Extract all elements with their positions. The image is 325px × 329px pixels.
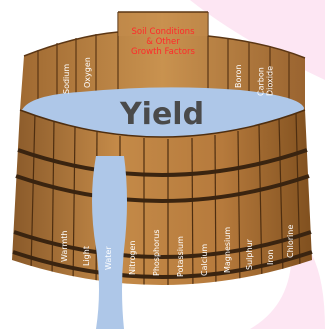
front-stave-label-line: Sulphur: [245, 238, 254, 270]
tall-stave-label-line: & Other: [146, 37, 180, 47]
barrel-front-wall: [12, 109, 313, 285]
front-stave-label-line: Water: [104, 246, 113, 270]
front-stave-label: Magnesium: [223, 227, 232, 273]
back-stave-label-line: Sodium: [62, 64, 71, 94]
front-stave-label: Calcium: [200, 244, 209, 276]
yield-label: Yield: [119, 97, 204, 132]
water-spill: [92, 156, 127, 329]
front-stave-label: Water: [104, 246, 113, 270]
back-stave-label-line: Dioxide: [265, 66, 274, 96]
back-stave-label: CarbonDioxide: [256, 66, 274, 96]
back-stave-label: Boron: [234, 65, 243, 88]
tall-stave-label-line: Soil Conditions: [131, 27, 195, 37]
back-stave-label: Oxygen: [83, 57, 92, 88]
front-stave-label: Potassium: [176, 236, 185, 277]
front-stave-label-line: Magnesium: [223, 227, 232, 273]
front-stave-label: Light: [82, 246, 91, 266]
front-stave-label-line: Phosphorus: [152, 229, 161, 276]
front-stave-label: Warmth: [60, 231, 69, 262]
front-stave-label: Sulphur: [245, 238, 254, 270]
front-stave-label-line: Chlorine: [286, 225, 295, 258]
front-stave-label-line: Nitrogen: [128, 241, 137, 275]
front-stave-label-line: Iron: [266, 250, 275, 265]
back-stave-label-line: Carbon: [256, 67, 265, 96]
front-stave-label-line: Potassium: [176, 236, 185, 277]
front-stave-label: Iron: [266, 250, 275, 265]
bg-blob-top: [100, 0, 325, 80]
front-stave-label: Nitrogen: [128, 241, 137, 275]
front-stave-label-line: Calcium: [200, 244, 209, 276]
back-stave-label-line: Oxygen: [83, 57, 92, 88]
back-stave-label-line: Boron: [234, 65, 243, 88]
stave-labels: Sodium Oxygen Boron CarbonDioxide Soil Condi…: [60, 27, 295, 277]
front-stave-label-line: Warmth: [60, 231, 69, 262]
front-stave-label-line: Light: [82, 246, 91, 266]
barrel-back-wall: [20, 11, 306, 110]
tall-stave-label-line: Growth Factors: [131, 47, 195, 57]
back-stave-label: Sodium: [62, 64, 71, 94]
front-stave-label: Chlorine: [286, 225, 295, 258]
front-stave-label: Phosphorus: [152, 229, 161, 276]
